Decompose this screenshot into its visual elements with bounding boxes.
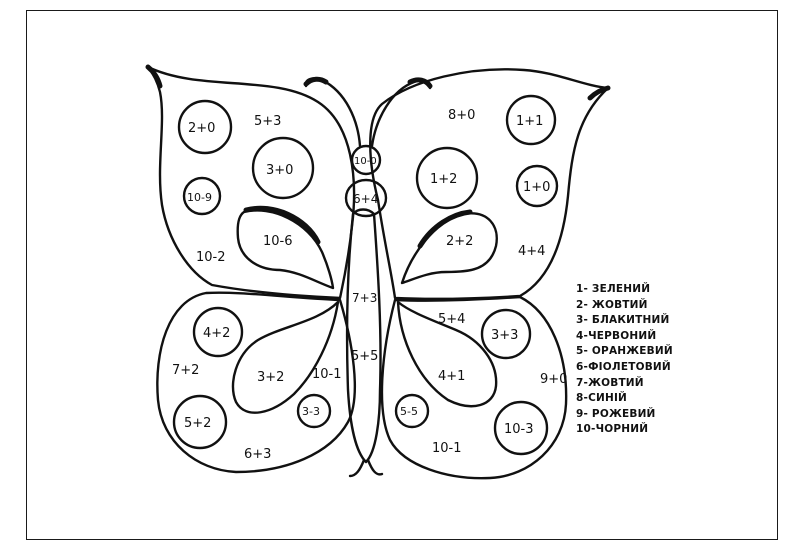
- upper-right-wing: [369, 68, 610, 301]
- legend-item: 7-ЖОВТИЙ: [576, 376, 644, 389]
- exercise-lr-f: 10-3: [504, 422, 534, 437]
- exercise-ur-b: 1+1: [516, 114, 543, 129]
- exercise-lr-c: 4+1: [438, 369, 465, 384]
- legend-item: 3- БЛАКИТНИЙ: [576, 314, 670, 327]
- spot-lr-f: [493, 400, 549, 456]
- exercise-body-top: 7+3: [352, 291, 377, 305]
- spot-ll-a: [192, 306, 244, 358]
- lower-right-petal: [396, 300, 498, 408]
- butterfly-body: [345, 208, 382, 464]
- legend-item: 10-ЧОРНИЙ: [576, 423, 649, 436]
- legend-item: 5- ОРАНЖЕВИЙ: [576, 345, 673, 358]
- exercise-ul-a: 5+3: [254, 114, 281, 129]
- upper-left-wing: [146, 65, 356, 300]
- upper-left-lobe: [236, 209, 335, 290]
- spot-ur-b: [505, 94, 557, 146]
- legend-item: 1- ЗЕЛЕНИЙ: [576, 283, 651, 295]
- exercise-ul-c: 10-9: [187, 191, 212, 204]
- body-tail: [348, 458, 384, 478]
- spot-ll-f: [172, 394, 228, 450]
- exercise-lr-a: 5+4: [438, 312, 465, 327]
- butterfly-head: [350, 144, 382, 176]
- exercise-lr-e: 5-5: [400, 405, 418, 418]
- lower-left-wing: [156, 291, 357, 474]
- exercise-lr-b: 3+3: [491, 328, 518, 343]
- exercise-lr-g: 10-1: [432, 441, 462, 456]
- exercise-ul-b: 3+0: [266, 163, 293, 178]
- exercise-ul-d: 10-6: [263, 234, 293, 249]
- spot-lr-e: [394, 393, 430, 429]
- exercise-ur-c: 1+2: [430, 172, 457, 187]
- exercise-lr-d: 9+0: [540, 372, 567, 387]
- exercise-ur-e: 2+2: [446, 234, 473, 249]
- exercise-ll-f: 5+2: [184, 416, 211, 431]
- spot-ur-d: [515, 164, 559, 208]
- spot-ul-b: [251, 136, 315, 200]
- worksheet-frame: [26, 10, 778, 540]
- lower-right-wing: [380, 295, 568, 480]
- left-antenna: [304, 77, 362, 148]
- spot-lr-b: [480, 308, 532, 360]
- spot-ur-c: [415, 146, 479, 210]
- exercise-ll-e: 3-3: [302, 405, 320, 418]
- exercise-ll-d: 10-1: [312, 367, 342, 382]
- exercise-ll-b: 7+2: [172, 363, 199, 378]
- right-antenna: [370, 79, 432, 148]
- spot-ul-c: [182, 176, 222, 216]
- exercise-neck: 6+4: [353, 192, 378, 206]
- exercise-ur-a: 8+0: [448, 108, 475, 123]
- exercise-ur-f: 4+4: [518, 244, 545, 259]
- butterfly-neck: [344, 178, 388, 218]
- exercise-head: 10-0: [354, 156, 377, 167]
- exercise-ll-c: 3+2: [257, 370, 284, 385]
- spot-ul-top: [177, 99, 233, 155]
- legend-item: 2- ЖОВТИЙ: [576, 298, 648, 311]
- legend-item: 6-ФІОЛЕТОВИЙ: [576, 360, 671, 373]
- exercise-ul-e: 10-2: [196, 250, 226, 265]
- legend-item: 4-ЧЕРВОНИЙ: [576, 329, 657, 342]
- lower-left-petal: [231, 300, 340, 414]
- exercise-ll-a: 4+2: [203, 326, 230, 341]
- exercise-ll-g: 6+3: [244, 447, 271, 462]
- color-legend: 1- ЗЕЛЕНИЙ 2- ЖОВТИЙ 3- БЛАКИТНИЙ 4-ЧЕРВ…: [576, 282, 673, 438]
- legend-item: 9- РОЖЕВИЙ: [576, 407, 656, 420]
- spot-ll-e: [296, 393, 332, 429]
- exercise-ur-d: 1+0: [523, 180, 550, 195]
- exercise-ul-top: 2+0: [188, 121, 215, 136]
- exercise-body-mid: 5+5: [351, 349, 378, 364]
- legend-item: 8-СИНІЙ: [576, 392, 628, 405]
